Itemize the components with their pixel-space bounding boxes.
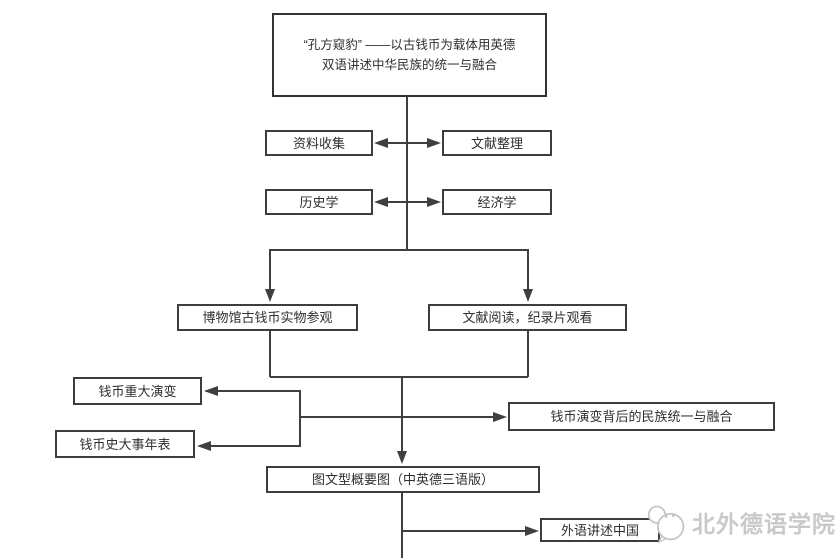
node-coin-chronology: 钱币史大事年表 bbox=[55, 430, 195, 458]
node-economics-discipline: 经济学 bbox=[442, 189, 552, 215]
node-material-collection: 资料收集 bbox=[265, 130, 373, 156]
project-title-line2: 双语讲述中华民族的统一与融合 bbox=[321, 58, 497, 72]
chat-bubbles-logo-icon bbox=[647, 505, 685, 544]
node-coin-evolution: 钱币重大演变 bbox=[73, 377, 202, 405]
watermark-text: 北外德语学院 bbox=[692, 511, 836, 537]
node-telling-china-in-foreign-languages: 外语讲述中国 bbox=[540, 518, 660, 542]
node-history-discipline: 历史学 bbox=[265, 189, 373, 215]
node-museum-visit: 博物馆古钱币实物参观 bbox=[177, 304, 358, 331]
node-project-title: “孔方窥豹” ——以古钱币为载体用英德 双语讲述中华民族的统一与融合 bbox=[272, 13, 547, 97]
node-reading-documentary: 文献阅读，纪录片观看 bbox=[428, 304, 627, 331]
node-national-unity-theme: 钱币演变背后的民族统一与融合 bbox=[508, 402, 775, 431]
node-literature-organizing: 文献整理 bbox=[442, 130, 552, 156]
node-trilingual-summary-map: 图文型概要图（中英德三语版） bbox=[266, 466, 540, 493]
watermark: 北外德语学院 bbox=[646, 496, 836, 548]
project-title-line1: “孔方窥豹” ——以古钱币为载体用英德 bbox=[303, 38, 516, 52]
